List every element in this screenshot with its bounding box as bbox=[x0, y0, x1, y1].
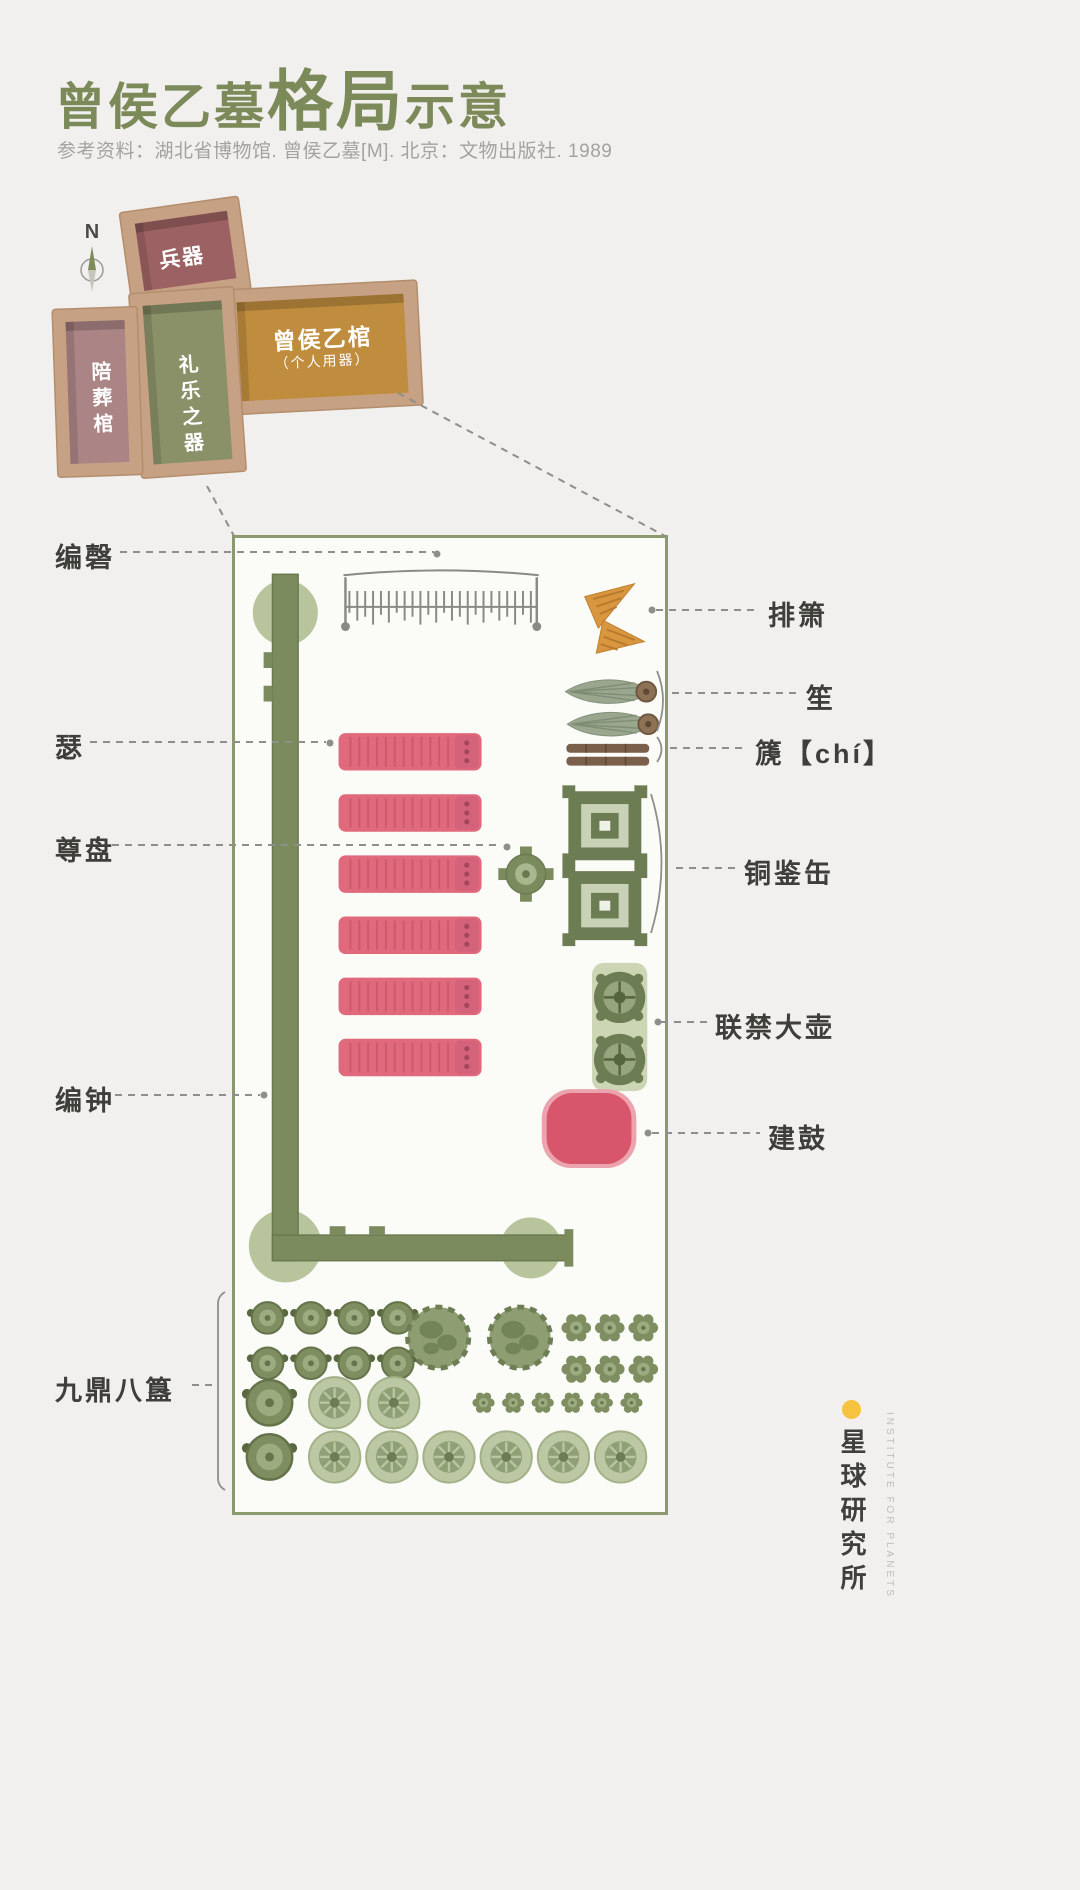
se-zithers bbox=[337, 732, 483, 1078]
label-tongjianfou: 铜鉴缶 bbox=[744, 859, 834, 889]
label-zunpan: 尊盘 bbox=[55, 836, 115, 866]
logo-name-en: INSTITUTE FOR PLANETS bbox=[884, 1412, 895, 1599]
ding-gui-vessels bbox=[240, 1301, 659, 1484]
chamber-weapons bbox=[118, 195, 252, 307]
sheng-items bbox=[564, 678, 660, 737]
tomb-3d-view: N bbox=[51, 195, 424, 479]
zunpan-item bbox=[498, 846, 554, 902]
label-paixiao: 排箫 bbox=[768, 601, 828, 631]
compass: N bbox=[80, 221, 104, 292]
chamber-coffin bbox=[221, 279, 424, 416]
page-title-part1: 曾侯乙墓 bbox=[55, 79, 267, 135]
label-lianjindahu: 联禁大壶 bbox=[715, 1013, 835, 1043]
label-chi: 篪【chí】 bbox=[755, 739, 894, 769]
page-title-part2: 格局 bbox=[267, 64, 405, 138]
logo-planet-icon bbox=[842, 1400, 861, 1419]
tomb-floor-plan bbox=[232, 535, 668, 1515]
bianzhong-stand bbox=[248, 573, 574, 1283]
chamber-label-burial: 陪葬棺 bbox=[87, 360, 113, 440]
floor-plan-graphic bbox=[240, 569, 660, 1484]
compass-needle-south-icon bbox=[88, 270, 96, 292]
jiangu-drum bbox=[541, 1089, 637, 1169]
compass-n-label: N bbox=[85, 221, 99, 243]
lianjindahu-items bbox=[592, 962, 648, 1092]
label-jiangu: 建鼓 bbox=[768, 1124, 828, 1154]
logo-name-cn: 星球研究所 bbox=[837, 1428, 867, 1598]
jianfou-items bbox=[562, 785, 648, 947]
label-bianqing: 编磬 bbox=[55, 543, 115, 573]
label-se: 瑟 bbox=[55, 733, 85, 763]
chamber-burial bbox=[51, 305, 144, 479]
page-title-part3: 示意 bbox=[405, 79, 511, 135]
chi-items bbox=[566, 743, 650, 766]
compass-needle-north-icon bbox=[88, 246, 96, 270]
chamber-music bbox=[128, 285, 247, 479]
label-sheng: 笙 bbox=[806, 684, 836, 714]
label-bianzhong: 编钟 bbox=[55, 1086, 115, 1116]
bracket-jiudingbagui bbox=[217, 1291, 226, 1491]
label-jiudingbagui: 九鼎八簋 bbox=[55, 1376, 175, 1406]
reference-note: 参考资料：湖北省博物馆. 曾侯乙墓[M]. 北京：文物出版社. 1989 bbox=[57, 141, 613, 162]
bianqing-rack bbox=[341, 569, 542, 631]
page-title: 曾侯乙墓 格局 示意 bbox=[55, 48, 511, 144]
paixiao-items bbox=[584, 582, 646, 654]
